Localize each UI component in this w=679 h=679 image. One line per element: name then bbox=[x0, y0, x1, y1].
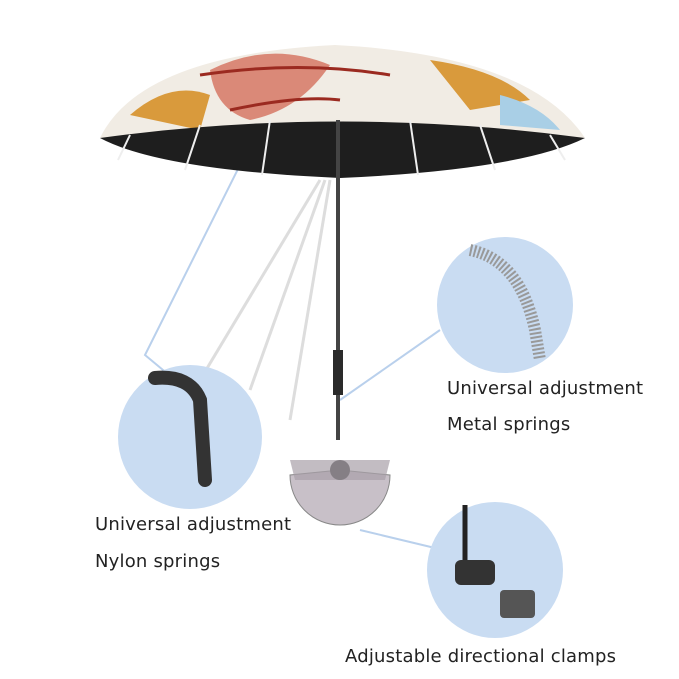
clamp-label: Adjustable directional clamps bbox=[345, 646, 617, 667]
umbrella-pole bbox=[333, 120, 343, 440]
nylon-springs-title: Universal adjustment bbox=[95, 514, 292, 535]
metal-springs-label: Metal springs bbox=[447, 414, 571, 435]
callout-circle-clamp bbox=[427, 502, 563, 638]
nylon-springs-label: Nylon springs bbox=[95, 551, 221, 572]
umbrella-canopy bbox=[100, 45, 585, 178]
metal-springs-title: Universal adjustment bbox=[447, 378, 644, 399]
callout-circle-nylon bbox=[118, 365, 262, 509]
callout-circle-metal bbox=[437, 237, 573, 373]
ghost-poles bbox=[198, 179, 332, 421]
clamp-fan bbox=[289, 460, 391, 526]
